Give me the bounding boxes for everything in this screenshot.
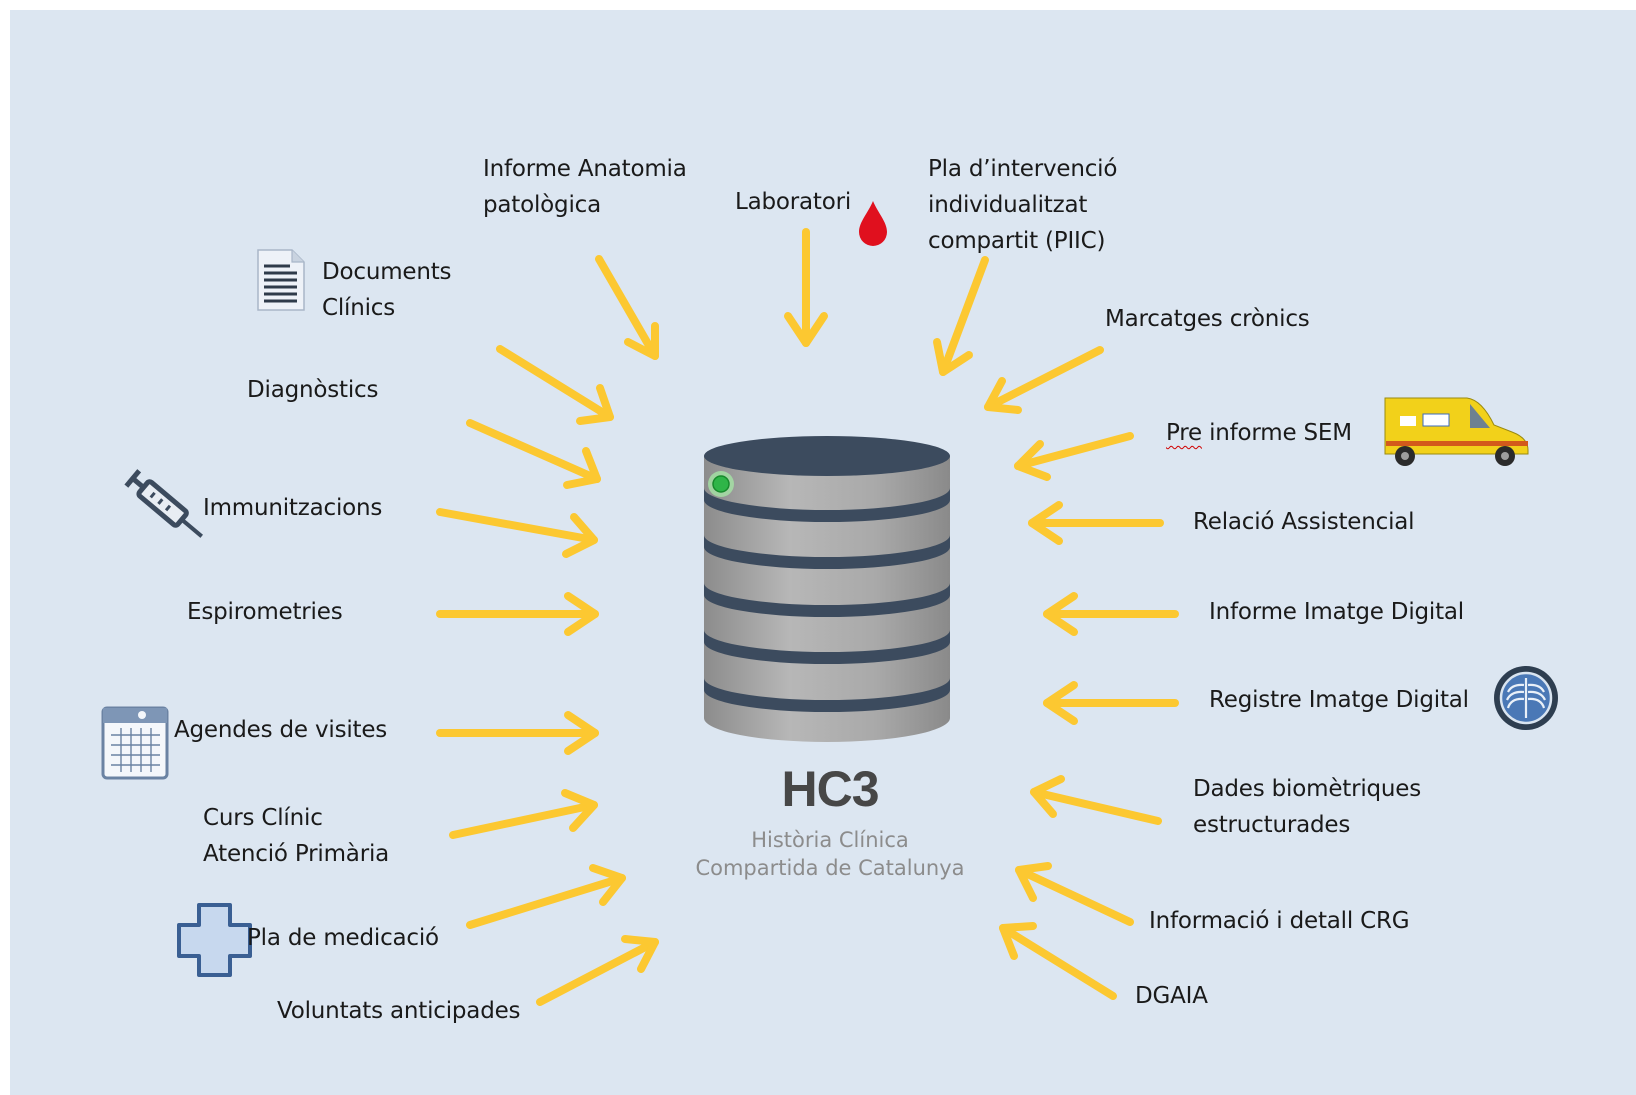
arrow-preinforme-sem bbox=[1014, 432, 1134, 481]
hc3-title: HC3 bbox=[781, 761, 879, 817]
arrow-agendes bbox=[436, 711, 599, 755]
label-informacio-crg: Informació i detall CRG bbox=[1149, 908, 1410, 934]
label-laboratori: Laboratori bbox=[735, 189, 852, 215]
label-dgaia: DGAIA bbox=[1135, 983, 1208, 1009]
calendar-icon bbox=[101, 706, 169, 780]
label-registre-imatge-digital: Registre Imatge Digital bbox=[1209, 687, 1469, 713]
arrows bbox=[436, 228, 1179, 1006]
arrow-laboratori bbox=[784, 228, 828, 347]
arrow-espirometries bbox=[436, 592, 599, 636]
database-cylinder bbox=[704, 436, 950, 742]
label-pla-medicacio: Pla de medicació bbox=[247, 925, 439, 951]
label-immunitzacions: Immunitzacions bbox=[203, 495, 383, 521]
blood-drop-icon bbox=[859, 201, 887, 246]
xray-icon bbox=[1494, 666, 1558, 730]
arrow-pla-medicacio bbox=[466, 864, 626, 929]
arrow-relacio bbox=[1028, 501, 1164, 545]
label-informe-imatge-digital: Informe Imatge Digital bbox=[1209, 599, 1465, 625]
arrow-informe-imatge bbox=[1043, 592, 1179, 636]
arrow-crg bbox=[1015, 862, 1134, 926]
arrow-dgaia bbox=[999, 922, 1117, 1000]
arrow-anatomia bbox=[595, 255, 659, 360]
label-marcatges-cronics: Marcatges crònics bbox=[1105, 306, 1310, 332]
arrow-marcatges bbox=[984, 346, 1104, 414]
label-relacio-assistencial: Relació Assistencial bbox=[1193, 509, 1415, 535]
arrow-diagnostics bbox=[466, 419, 601, 489]
status-dot-icon bbox=[708, 471, 734, 497]
arrow-piic bbox=[933, 256, 989, 376]
label-agendes-visites: Agendes de visites bbox=[174, 717, 388, 743]
arrow-voluntats bbox=[536, 935, 659, 1006]
arrow-documents bbox=[496, 345, 614, 425]
document-icon bbox=[257, 249, 305, 311]
arrow-dades-biometriques bbox=[1030, 775, 1162, 825]
ambulance-icon bbox=[1384, 397, 1529, 466]
label-diagnostics: Diagnòstics bbox=[247, 377, 379, 403]
label-preinforme-sem: Pre informe SEM bbox=[1166, 420, 1352, 446]
label-voluntats-anticipades: Voluntats anticipades bbox=[277, 998, 521, 1024]
medical-cross-icon bbox=[177, 903, 252, 977]
arrow-registre-imatge bbox=[1043, 681, 1179, 725]
arrow-immunitzacions bbox=[436, 508, 598, 558]
arrow-curs-clinic bbox=[449, 789, 598, 839]
syringe-icon bbox=[124, 469, 203, 538]
label-espirometries: Espirometries bbox=[187, 599, 343, 625]
